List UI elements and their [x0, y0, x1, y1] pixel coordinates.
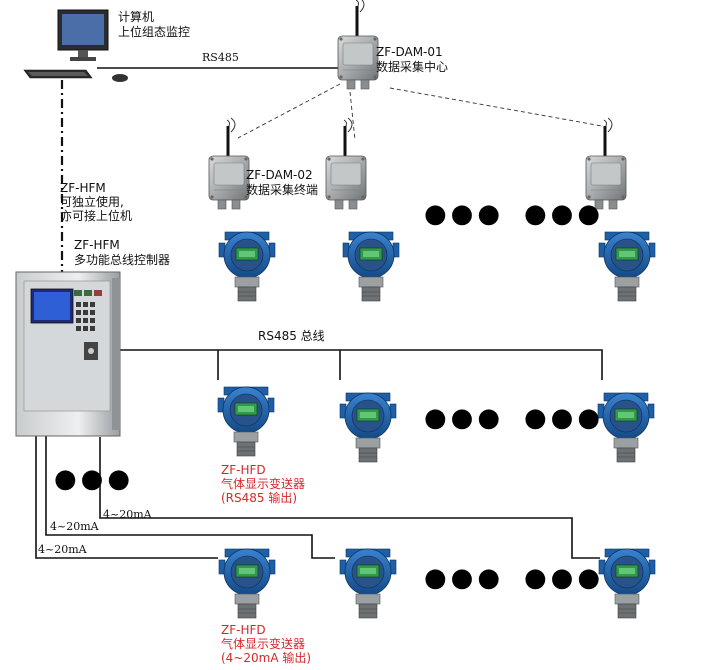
hfd-analog-model: ZF-HFD: [221, 623, 266, 637]
ellipsis-analog-1: ●●●: [424, 563, 505, 593]
dam01-model: ZF-DAM-01: [376, 45, 443, 59]
computer-icon: [23, 9, 128, 82]
keypad-key: [83, 310, 88, 315]
keypad-key: [90, 302, 95, 307]
hfm-role: 多功能总线控制器: [74, 253, 171, 267]
keypad-key: [83, 326, 88, 331]
wireless-link-2: [349, 91, 356, 141]
hfd-analog-line1: 气体显示变送器: [221, 637, 306, 651]
keypad-key: [76, 302, 81, 307]
analog-label-1: 4~20mA: [38, 543, 87, 556]
hfm-model: ZF-HFM: [74, 238, 120, 252]
ellipsis-wireless-1: ●●●: [424, 199, 505, 229]
computer-role: 上位组态监控: [118, 25, 191, 39]
transmitter-analog-2-icon: [339, 548, 397, 619]
wiring: [35, 67, 603, 559]
keypad-key: [83, 318, 88, 323]
dam02-enclosure-icon: [207, 116, 251, 211]
keypad-key: [90, 326, 95, 331]
hfm-link-line2: 亦可接上位机: [60, 209, 133, 223]
ellipsis-analog-left: ●●●: [54, 464, 135, 494]
keypad-key: [90, 310, 95, 315]
transmitter-analog-1-icon: [218, 548, 276, 619]
hfm-link-line1: 可独立使用,: [60, 195, 124, 209]
analog-line-1: [35, 423, 218, 559]
hfd-analog-line2: (4~20mA 输出): [221, 651, 312, 665]
rs485-bus-line: [118, 349, 603, 380]
keypad-key: [90, 318, 95, 323]
ellipsis-wireless-2: ●●●: [524, 199, 605, 229]
hfd-rs485-model: ZF-HFD: [221, 463, 266, 477]
dam02-model: ZF-DAM-02: [246, 168, 313, 182]
wireless-link-3: [389, 87, 603, 127]
dam01-role: 数据采集中心: [376, 60, 449, 74]
transmitter-analog-3-icon: [598, 548, 656, 619]
bus-label: RS485 总线: [258, 329, 325, 343]
hfm-controller-icon: [15, 271, 121, 437]
analog-label-3: 4~20mA: [103, 508, 152, 521]
computer-name: 计算机: [118, 10, 155, 24]
ellipsis-rs485-2: ●●●: [524, 403, 605, 433]
rs485-top-label: RS485: [202, 51, 239, 64]
keypad: [76, 302, 95, 331]
wireless-terminal-2-icon: [324, 116, 368, 211]
hfm-link-model: ZF-HFM: [60, 181, 106, 195]
dam01-enclosure-icon: [336, 0, 380, 91]
hfd-rs485-line1: 气体显示变送器: [221, 477, 306, 491]
analog-line-3: [99, 437, 600, 559]
keypad-key: [76, 326, 81, 331]
wireless-links: [237, 83, 603, 141]
transmitter-wireless-3-icon: [598, 231, 656, 302]
analog-line-2: [45, 423, 335, 559]
transmitter-wireless-2-icon: [342, 231, 400, 302]
analog-label-2: 4~20mA: [50, 520, 99, 533]
hfd-rs485-line2: (RS485 输出): [221, 491, 298, 505]
dam02-role: 数据采集终端: [246, 183, 319, 197]
wireless-link-1: [237, 83, 341, 139]
transmitter-rs485-2-icon: [339, 392, 397, 463]
transmitter-rs485-1-icon: [217, 386, 275, 457]
keypad-key: [76, 310, 81, 315]
transmitter-wireless-1-icon: [218, 231, 276, 302]
transmitter-rs485-3-icon: [597, 392, 655, 463]
ellipsis-rs485-1: ●●●: [424, 403, 505, 433]
wireless-terminal-3-icon: [584, 116, 628, 211]
ellipsis-analog-2: ●●●: [524, 563, 605, 593]
keypad-key: [76, 318, 81, 323]
keypad-key: [83, 302, 88, 307]
